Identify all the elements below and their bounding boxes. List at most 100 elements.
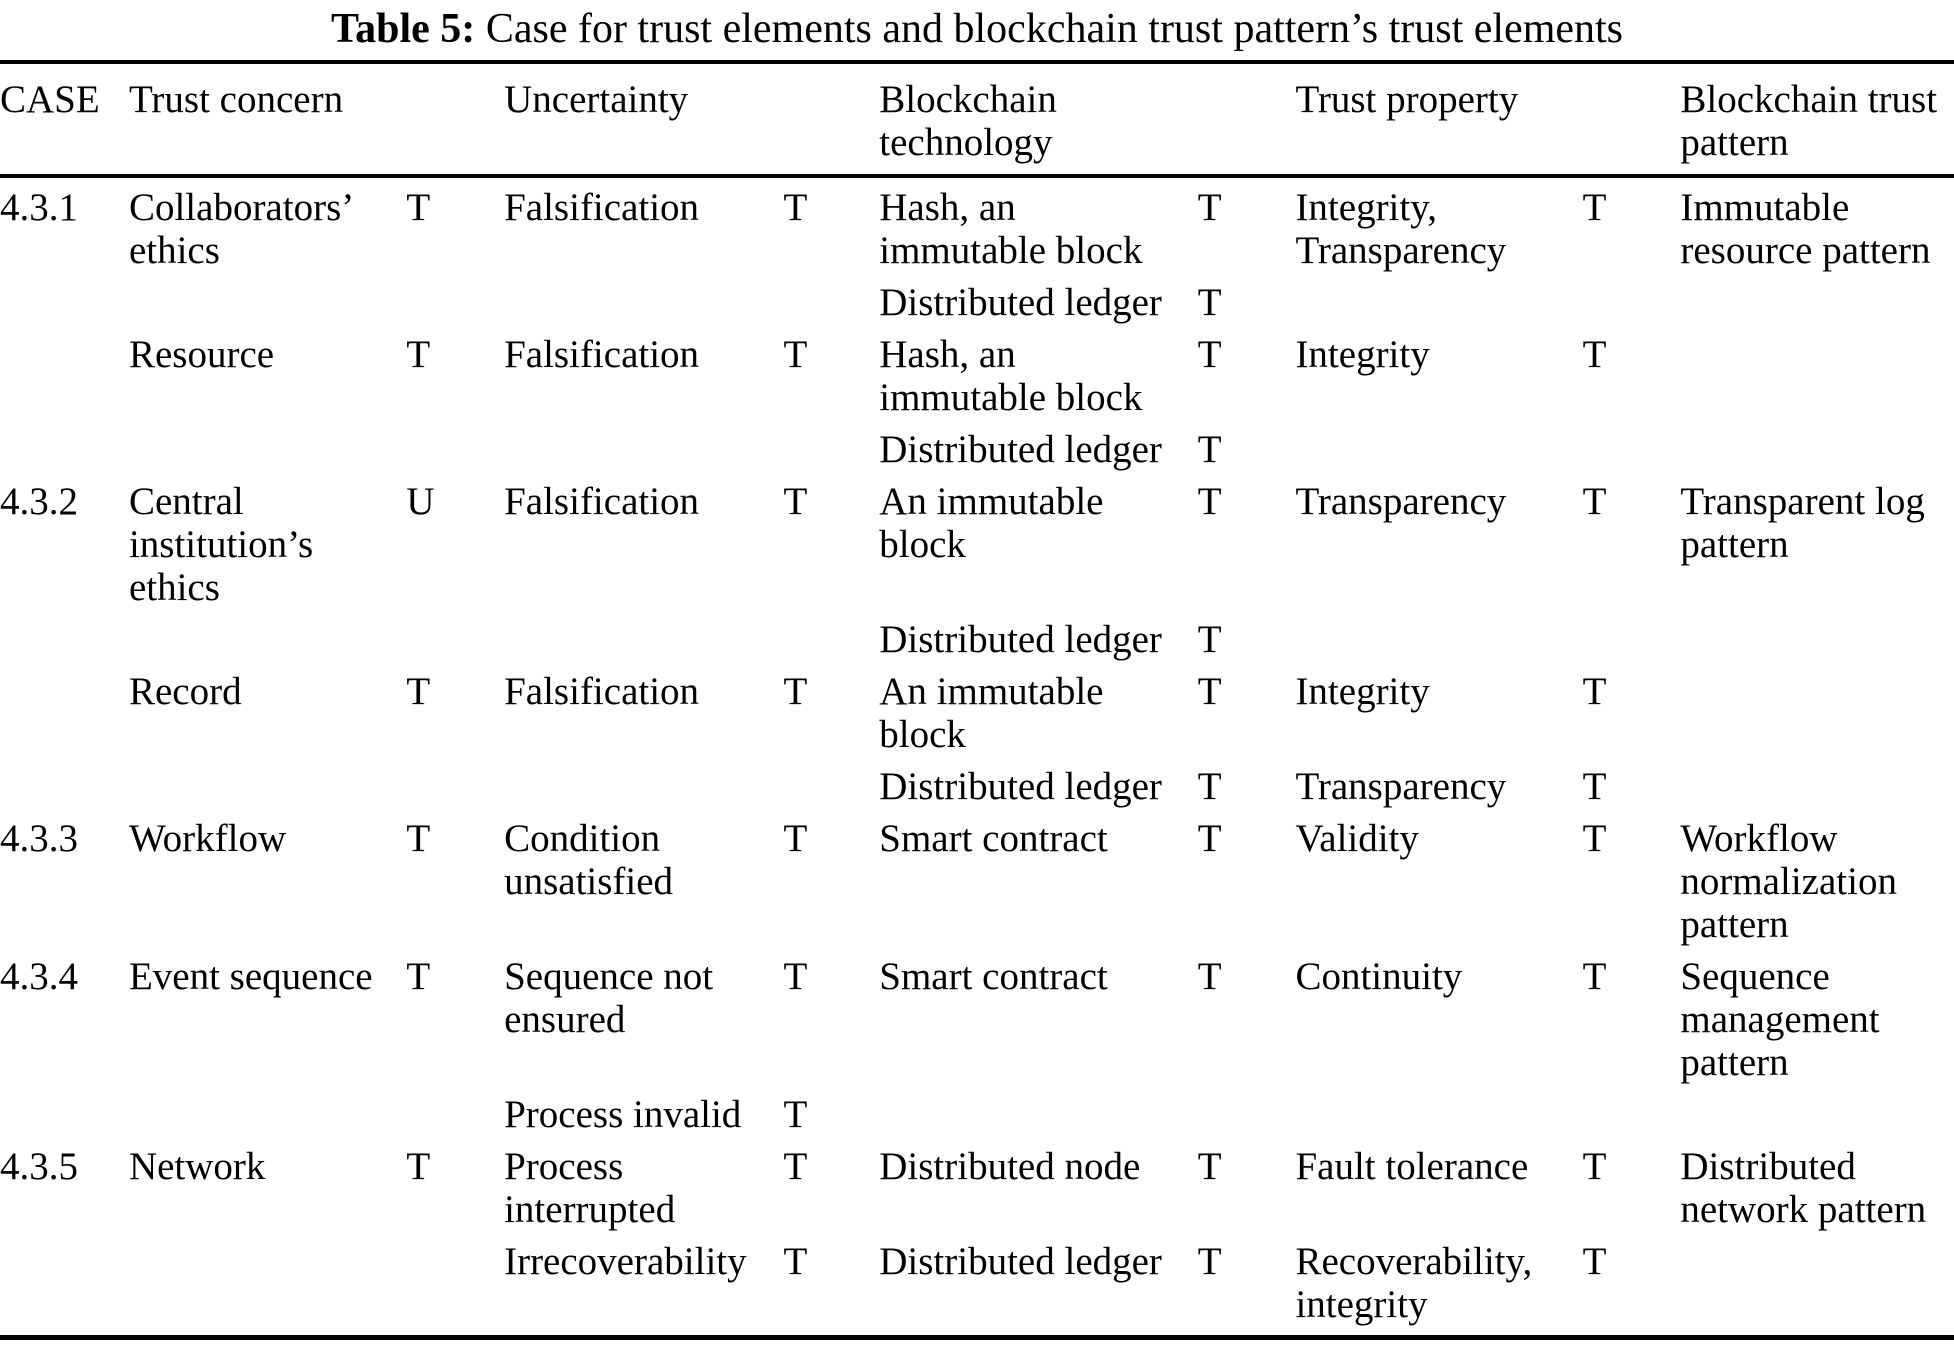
cell-uncertainty: Falsification: [504, 670, 700, 713]
cell-blockchain-technology-flag: T: [1197, 670, 1222, 713]
table-row: 4.3.1 Collaborators’ ethics T Falsificat…: [0, 176, 1954, 281]
cell-uncertainty: [504, 428, 783, 480]
cell-blockchain-technology-flag: T: [1197, 765, 1222, 808]
cell-trust-concern: [129, 765, 406, 817]
cell-blockchain-trust-pattern: [1680, 428, 1954, 480]
cell-trust-property: Transparency: [1295, 765, 1507, 808]
header-case: CASE: [0, 62, 129, 178]
cell-blockchain-trust-pattern: [1680, 1093, 1954, 1145]
table-row: Record T Falsification T An immutable bl…: [0, 670, 1954, 765]
cell-trust-property: Integrity, Transparency: [1295, 186, 1507, 272]
cell-case: [0, 670, 129, 765]
cell-blockchain-trust-pattern: Transparent log pattern: [1680, 480, 1925, 566]
cell-trust-concern-flag: U: [406, 480, 435, 523]
cell-trust-concern: Collaborators’ ethics: [128, 186, 352, 272]
table-row: 4.3.3 Workflow T Condition unsatisfied T…: [0, 817, 1954, 955]
cell-blockchain-technology: An immutable block: [879, 480, 1104, 566]
cell-trust-concern: [129, 428, 406, 480]
header-row: CASE Trust concern Uncertainty Blockchai…: [0, 62, 1954, 178]
cell-trust-concern-flag: T: [406, 333, 431, 376]
cell-blockchain-technology-flag: T: [1197, 333, 1222, 376]
cell-blockchain-technology: Distributed node: [879, 1145, 1141, 1188]
cell-blockchain-technology: Distributed ledger: [879, 281, 1162, 324]
cell-case: [0, 1240, 129, 1338]
table-row: 4.3.5 Network T Process interrupted T Di…: [0, 1145, 1954, 1240]
cell-uncertainty-flag: T: [783, 1093, 808, 1136]
cell-trust-property: Integrity: [1295, 670, 1430, 713]
cell-uncertainty: Condition unsatisfied: [504, 817, 674, 903]
header-blockchain-technology: Blockchain technology: [879, 62, 1198, 178]
cell-case: [0, 428, 129, 480]
table-caption: Table 5: Case for trust elements and blo…: [0, 4, 1954, 54]
cell-trust-property-flag: T: [1582, 186, 1607, 229]
cell-trust-property-flag: T: [1582, 480, 1607, 523]
cell-case: 4.3.2: [0, 480, 78, 523]
cell-trust-property-flag: [1583, 281, 1681, 333]
cell-trust-property: [1295, 281, 1582, 333]
cell-uncertainty: [504, 618, 783, 670]
cell-trust-property-flag: T: [1582, 817, 1607, 860]
cell-trust-property: [1295, 1093, 1582, 1145]
cell-blockchain-technology-flag: T: [1197, 428, 1222, 471]
header-blockchain-trust-pattern: Blockchain trust pattern: [1680, 62, 1954, 178]
cell-trust-property-flag: T: [1582, 333, 1607, 376]
cell-case: 4.3.5: [0, 1145, 78, 1188]
cell-uncertainty-flag: T: [783, 1145, 808, 1188]
cell-trust-concern: [129, 1093, 406, 1145]
cell-uncertainty: Process invalid: [504, 1093, 742, 1136]
cell-trust-property-flag: T: [1582, 1240, 1607, 1283]
cell-uncertainty: Falsification: [504, 480, 700, 523]
table-caption-label: Table 5:: [330, 6, 476, 52]
cell-case: [0, 618, 129, 670]
cell-trust-property-flag: T: [1582, 1145, 1607, 1188]
cell-uncertainty-flag: T: [783, 480, 808, 523]
table-row: Distributed ledger T: [0, 618, 1954, 670]
cell-trust-concern-flag: [406, 281, 504, 333]
cell-blockchain-technology: [879, 1093, 1198, 1145]
table-row: Distributed ledger T: [0, 428, 1954, 480]
cell-uncertainty: Process interrupted: [504, 1145, 676, 1231]
header-spacer: [1582, 62, 1681, 178]
cell-trust-concern-flag: [406, 1093, 504, 1145]
cell-uncertainty-flag: T: [783, 817, 808, 860]
cell-uncertainty-flag: [784, 765, 880, 817]
cell-blockchain-technology-flag: T: [1197, 618, 1222, 661]
cell-case: [0, 1093, 129, 1145]
cell-trust-concern: [129, 618, 406, 670]
cell-blockchain-technology: Smart contract: [879, 817, 1108, 860]
cell-blockchain-trust-pattern: Sequence management pattern: [1680, 955, 1880, 1084]
cell-trust-concern: Resource: [128, 333, 275, 376]
cell-blockchain-technology-flag: T: [1197, 281, 1222, 324]
header-uncertainty: Uncertainty: [504, 62, 784, 178]
cell-trust-property-flag: [1583, 618, 1681, 670]
header-trust-property: Trust property: [1295, 62, 1583, 178]
cell-uncertainty-flag: T: [783, 670, 808, 713]
cell-blockchain-technology: Distributed ledger: [879, 428, 1162, 471]
cell-blockchain-trust-pattern: [1680, 281, 1954, 333]
cell-case: [0, 281, 129, 333]
cell-uncertainty-flag: [784, 281, 880, 333]
cell-trust-property-flag: [1583, 428, 1681, 480]
cell-uncertainty: Falsification: [504, 186, 700, 229]
header-spacer: [1197, 62, 1296, 178]
cell-blockchain-technology-flag: T: [1197, 480, 1222, 523]
cell-trust-concern: Workflow: [128, 817, 287, 860]
table-row: Process invalid T: [0, 1093, 1954, 1145]
cell-trust-concern: Central institution’s ethics: [128, 480, 314, 609]
cell-blockchain-trust-pattern: [1680, 670, 1954, 765]
cell-uncertainty-flag: [784, 618, 880, 670]
cell-trust-concern-flag: [406, 618, 504, 670]
cell-uncertainty: Irrecoverability: [504, 1240, 747, 1283]
cell-trust-concern-flag: T: [406, 186, 431, 229]
cell-uncertainty-flag: [784, 428, 880, 480]
cell-uncertainty: Sequence not ensured: [504, 955, 714, 1041]
cell-trust-property-flag: T: [1582, 765, 1607, 808]
cell-trust-property: Continuity: [1295, 955, 1463, 998]
table-row: Distributed ledger T: [0, 281, 1954, 333]
cell-trust-concern-flag: T: [406, 670, 431, 713]
cell-blockchain-technology-flag: T: [1197, 1145, 1222, 1188]
cell-case: 4.3.4: [0, 955, 78, 998]
cell-uncertainty-flag: T: [783, 186, 808, 229]
table-row: Resource T Falsification T Hash, an immu…: [0, 333, 1954, 428]
cell-trust-concern-flag: T: [406, 817, 431, 860]
